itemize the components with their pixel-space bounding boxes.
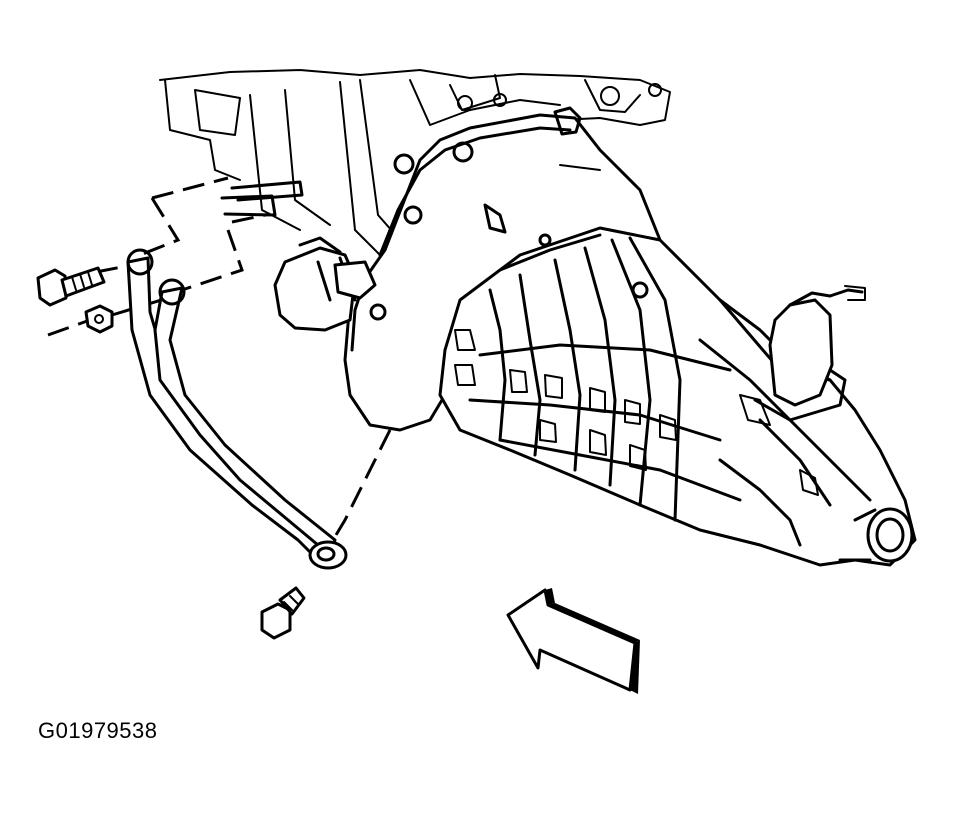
starter-motor (220, 180, 377, 332)
brace-bracket (126, 248, 348, 570)
figure-id-label: G01979538 (38, 718, 158, 743)
engine-block (159, 69, 671, 256)
forward-arrow (506, 588, 640, 694)
alignment-lines (47, 176, 392, 546)
hex-nut (84, 304, 114, 334)
transmission-case (438, 226, 917, 567)
upper-bolt (36, 266, 106, 307)
lower-bolt (260, 586, 306, 640)
